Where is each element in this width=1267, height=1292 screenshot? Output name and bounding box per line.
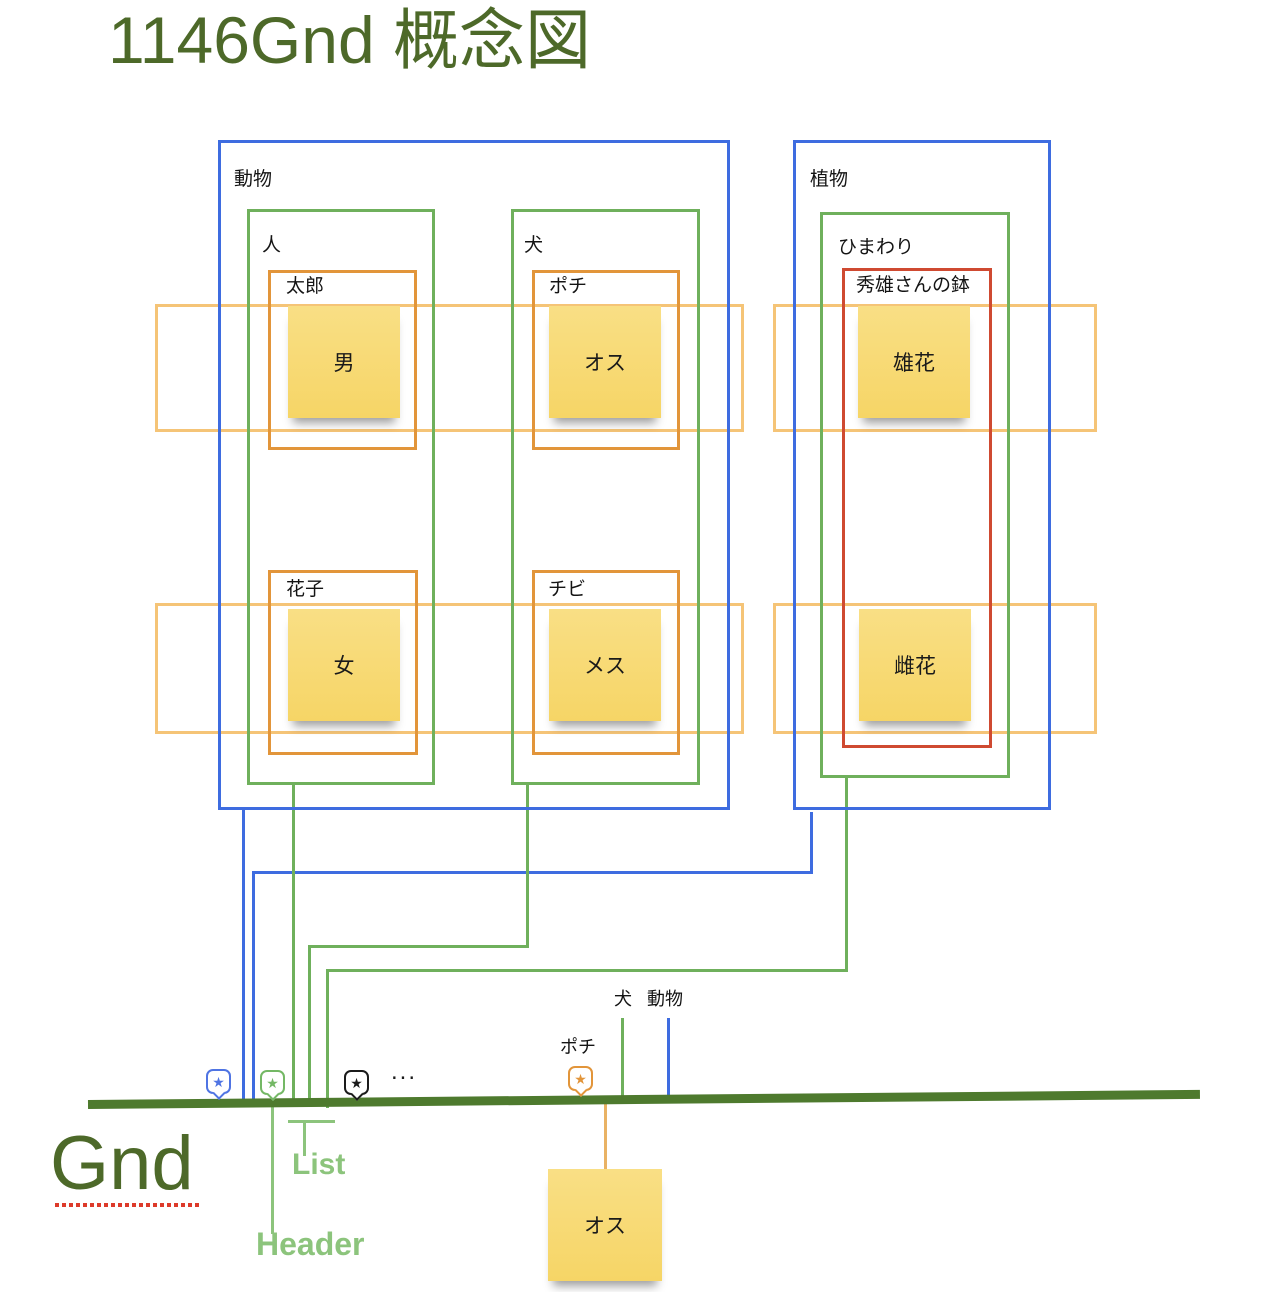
indicator-line-dog [621, 1018, 624, 1100]
connector-plants-horizontal [252, 871, 813, 874]
plants-class-label: 植物 [810, 169, 849, 190]
sticky-note-mebana: 雌花 [859, 609, 971, 721]
star-marker-blue: ★ [206, 1069, 231, 1094]
connector-animals-to-ground [242, 810, 245, 1105]
star-icon: ★ [350, 1074, 363, 1091]
sticky-note-osu-text: オス [584, 352, 626, 375]
animals-marker-label: 動物 [647, 989, 683, 1009]
star-icon: ★ [212, 1073, 225, 1090]
ellipsis-text: ... [391, 1058, 418, 1085]
ground-label: Gnd [50, 1121, 194, 1206]
plants-class-box [793, 140, 1051, 810]
list-pointer-line [303, 1120, 306, 1156]
connector-dog-horizontal [308, 945, 529, 948]
sunflower-class-label: ひまわり [838, 237, 915, 258]
spellcheck-underline [55, 1203, 201, 1207]
sticky-note-mesu: メス [549, 609, 661, 721]
sticky-note-osu-ground-text: オス [584, 1215, 626, 1238]
animals-class-label: 動物 [234, 169, 273, 190]
chibi-instance-label: チビ [548, 579, 587, 600]
connector-dog-to-ground [308, 945, 311, 1107]
person-class-box [247, 209, 435, 785]
pochi-instance-label: ポチ [549, 276, 588, 297]
taro-instance-label: 太郎 [286, 276, 325, 297]
sticky-note-male-text: 男 [333, 352, 355, 375]
sticky-note-osu-ground: オス [548, 1169, 662, 1281]
connector-dog-drop [526, 785, 529, 948]
sticky-note-male: 男 [288, 306, 400, 418]
indicator-line-animals [667, 1018, 670, 1098]
dog-class-box [511, 209, 700, 785]
header-annotation-label: Header [256, 1226, 365, 1262]
sticky-note-female: 女 [288, 609, 400, 721]
dog-marker-label: 犬 [614, 989, 632, 1009]
connector-person-to-ground [292, 785, 295, 1107]
connector-plants-to-ground [252, 871, 255, 1105]
animals-class-box [218, 140, 730, 810]
sticky-note-mesu-text: メス [584, 655, 626, 678]
band-row2-left [155, 603, 744, 734]
dog-class-label: 犬 [524, 235, 544, 256]
star-marker-green: ★ [260, 1070, 285, 1095]
sticky-note-obana-text: 雄花 [893, 352, 935, 375]
sticky-note-obana: 雄花 [858, 306, 970, 418]
hideo-pot-box [842, 268, 992, 748]
pochi-instance-box [532, 270, 680, 450]
star-icon: ★ [266, 1074, 279, 1091]
sticky-note-female-text: 女 [333, 655, 355, 678]
header-pointer-line [271, 1104, 274, 1234]
band-row1-left [155, 304, 744, 432]
person-class-label: 人 [262, 235, 282, 256]
connector-pochi-osu [604, 1103, 607, 1170]
hanako-instance-box [268, 570, 418, 755]
sticky-note-osu: オス [549, 306, 661, 418]
connector-sunflower-horizontal [326, 969, 848, 972]
list-annotation-label: List [292, 1148, 346, 1181]
sunflower-class-box [820, 212, 1010, 778]
connector-sunflower-to-ground [326, 969, 329, 1108]
hideo-pot-label: 秀雄さんの鉢 [856, 275, 971, 296]
star-marker-orange: ★ [568, 1066, 593, 1091]
taro-instance-box [268, 270, 417, 450]
sticky-note-mebana-text: 雌花 [894, 655, 936, 678]
diagram-title: 1146Gnd 概念図 [108, 3, 592, 77]
list-bracket-line [288, 1120, 335, 1123]
hanako-instance-label: 花子 [286, 579, 325, 600]
star-marker-black: ★ [344, 1070, 369, 1095]
band-row1-right [773, 304, 1097, 432]
connector-plants-drop [810, 812, 813, 874]
chibi-instance-box [532, 570, 680, 755]
band-row2-right [773, 603, 1097, 734]
connector-sunflower-drop [845, 778, 848, 972]
pochi-marker-label: ポチ [560, 1037, 596, 1057]
star-icon: ★ [574, 1070, 587, 1087]
